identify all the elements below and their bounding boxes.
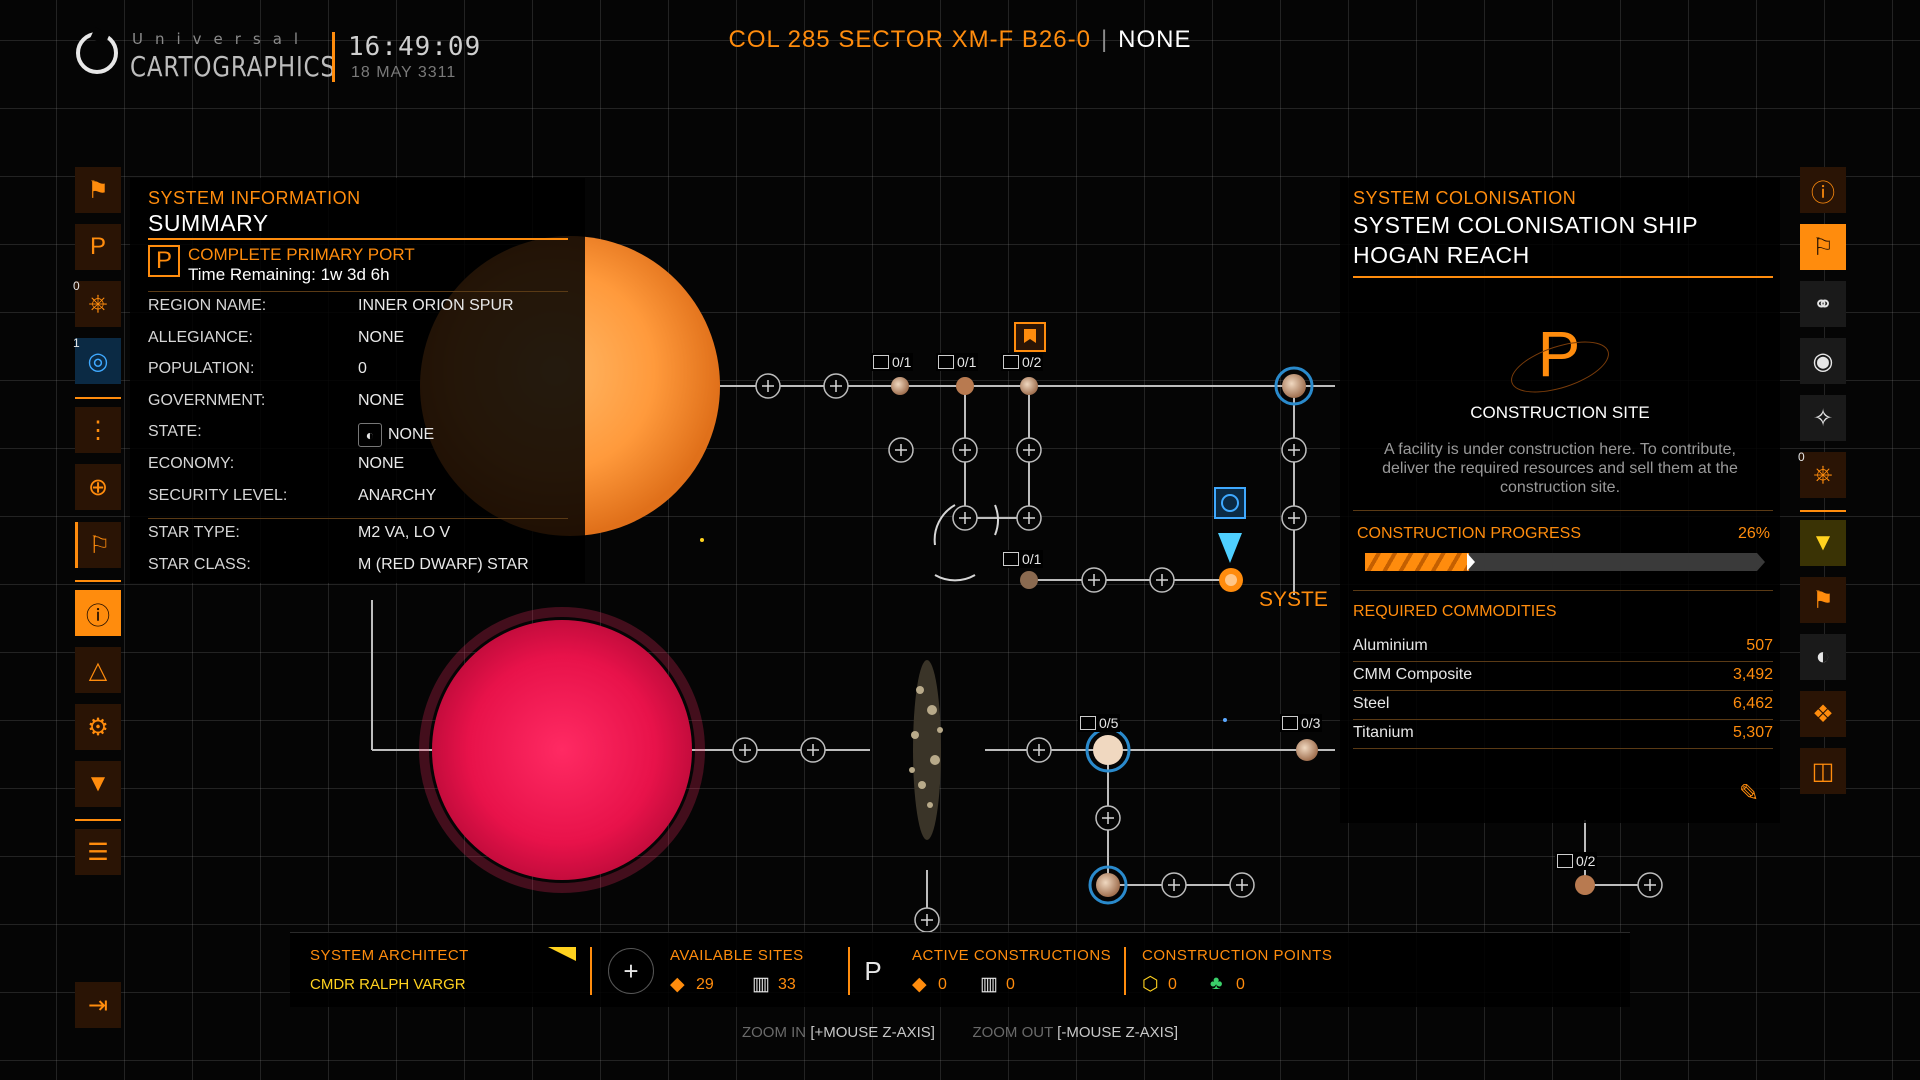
progress-value: 26%	[1737, 525, 1770, 542]
tier2-points-icon: ⬡	[1142, 974, 1159, 995]
objective-time: Time Remaining: 1w 3d 6h	[188, 265, 390, 284]
info-row: STAR TYPE:M2 VA, LO V	[148, 524, 451, 541]
system-name: COL 285 SECTOR XM-F B26-0	[728, 26, 1091, 53]
orbit-icon[interactable]: ⚭	[1800, 281, 1846, 327]
construction-icon[interactable]: Ρ	[864, 955, 882, 986]
active-constructions-label: ACTIVE CONSTRUCTIONS	[912, 947, 1112, 964]
construction-icon[interactable]: Ρ	[75, 224, 121, 270]
universal-cartographics-logo: Universal CARTOGRAPHICS 16:49:09 18 MAY …	[76, 22, 480, 86]
target-icon[interactable]: ◉	[1800, 338, 1846, 384]
route-icon[interactable]: ⋮	[75, 407, 121, 453]
system-map-icon[interactable]: ❖	[1800, 691, 1846, 737]
logbook-icon[interactable]: ✎	[1738, 780, 1760, 807]
info-row: STAR CLASS:M (RED DWARF) STAR	[148, 556, 529, 573]
system-body-label: SYSTE	[1259, 588, 1328, 611]
cartographics-logo-icon	[76, 32, 118, 74]
asteroid-icon[interactable]: ✧	[1800, 395, 1846, 441]
planet-landing-icon[interactable]: 0⎈	[73, 279, 121, 327]
slot-label: 0/2	[1001, 353, 1044, 371]
galaxy-map-icon[interactable]: ◫	[1800, 748, 1846, 794]
info-icon[interactable]: ⓘ	[1800, 167, 1846, 213]
settings-icon[interactable]: ⚙	[75, 704, 121, 750]
list-icon[interactable]: ☰	[75, 829, 121, 875]
surface-site-icon: ▥	[752, 974, 770, 995]
tier3-points-icon: ♣	[1210, 973, 1223, 994]
architect-label: SYSTEM ARCHITECT	[310, 947, 469, 964]
available-surface-count: 33	[778, 976, 796, 993]
asteroid-belt	[909, 660, 943, 840]
surface-site-icon: ▥	[980, 974, 998, 995]
control-hints: ZOOM IN [+MOUSE Z-AXIS] ZOOM OUT [-MOUSE…	[741, 1024, 1179, 1041]
construction-icon: Ρ	[148, 245, 180, 277]
clock-time: 16:49:09	[348, 32, 482, 62]
construction-progress-bar	[1365, 553, 1765, 571]
construction-points-label: CONSTRUCTION POINTS	[1142, 947, 1333, 964]
slot-label: 0/5	[1078, 714, 1121, 732]
info-row: SECURITY LEVEL:ANARCHY	[148, 487, 437, 504]
info-row: GOVERNMENT:NONE	[148, 392, 405, 409]
state-icon: ◐	[358, 423, 382, 447]
bookmark-icon[interactable]: ⚑	[75, 167, 121, 213]
tier2-points-count: 0	[1168, 976, 1177, 993]
architect-flag-icon	[548, 947, 576, 961]
progress-fill	[1365, 553, 1475, 571]
location-pin-icon[interactable]: ▼	[75, 761, 121, 807]
available-sites-label: AVAILABLE SITES	[670, 947, 804, 964]
construction-site-title: CONSTRUCTION SITE	[1470, 403, 1650, 422]
colony-ship-marker	[1214, 487, 1246, 563]
slot-label: 0/3	[1280, 714, 1323, 732]
bookmark-icon[interactable]: ⚑	[1800, 577, 1846, 623]
colonisation-status-bar: SYSTEM ARCHITECT CMDR RALPH VARGR + AVAI…	[290, 932, 1630, 1007]
info-row: POPULATION:0	[148, 360, 367, 377]
star-class-icon[interactable]: ◐	[1800, 634, 1846, 680]
add-site-icon[interactable]: +	[608, 948, 654, 994]
available-orbital-count: 29	[696, 976, 714, 993]
system-info-panel: SYSTEM INFORMATION SUMMARY Ρ COMPLETE PR…	[130, 178, 585, 583]
slot-label: 0/1	[1001, 550, 1044, 568]
colonisation-flag-icon[interactable]: ⚐	[75, 522, 121, 568]
tier3-points-count: 0	[1236, 976, 1245, 993]
active-surface-count: 0	[1006, 976, 1015, 993]
info-icon[interactable]: ⓘ	[75, 590, 121, 636]
system-title: COL 285 SECTOR XM-F B26-0|NONE	[728, 26, 1192, 53]
slot-label: 0/2	[1555, 852, 1598, 870]
commodities-label: REQUIRED COMMODITIES	[1353, 603, 1557, 620]
panel-title: SUMMARY	[148, 210, 269, 236]
architect-name: CMDR RALPH VARGR	[310, 976, 466, 993]
construction-site-icon: Ρ	[1505, 318, 1615, 403]
colonisation-panel: SYSTEM COLONISATION SYSTEM COLONISATION …	[1340, 178, 1780, 823]
info-row: ALLEGIANCE:NONE	[148, 329, 405, 346]
panel-section-title: SYSTEM INFORMATION	[148, 188, 361, 208]
clock-date: 18 MAY 3311	[351, 64, 457, 81]
objective-title: COMPLETE PRIMARY PORT	[188, 245, 415, 264]
active-orbital-count: 0	[938, 976, 947, 993]
location-pin-icon[interactable]: ▼	[1800, 520, 1846, 566]
system-faction: NONE	[1118, 26, 1192, 53]
planets	[891, 366, 1595, 905]
info-row: STATE:◐NONE	[148, 423, 568, 447]
target-icon[interactable]: ⊕	[75, 464, 121, 510]
exit-icon[interactable]: ⇥	[75, 982, 121, 1028]
progress-label: CONSTRUCTION PROGRESS	[1357, 525, 1582, 542]
slot-label: 0/1	[871, 353, 914, 371]
star-red-dwarf	[432, 620, 692, 880]
globe-icon[interactable]: 1◎	[73, 336, 121, 384]
construction-site-description: A facility is under construction here. T…	[1382, 441, 1738, 496]
info-row: ECONOMY:NONE	[148, 455, 405, 472]
orbital-site-icon: ◆	[912, 974, 927, 995]
planet-landing-icon[interactable]: 0⎈	[1798, 450, 1846, 498]
selection-brackets	[933, 504, 999, 582]
colonisation-flag-icon[interactable]: ⚐	[1800, 224, 1846, 270]
info-row: REGION NAME:INNER ORION SPUR	[148, 297, 514, 314]
panel-section-title: SYSTEM COLONISATION	[1353, 188, 1577, 208]
orbital-site-icon: ◆	[670, 974, 685, 995]
bookmark-marker	[1014, 322, 1046, 352]
slot-label: 0/1	[936, 353, 979, 371]
government-icon[interactable]: △	[75, 647, 121, 693]
